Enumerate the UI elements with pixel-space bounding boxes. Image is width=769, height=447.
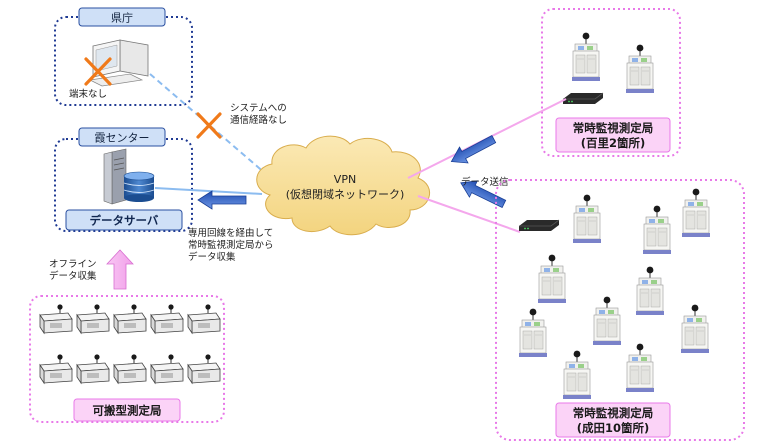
no-route-note-line2: 通信経路なし (230, 114, 287, 126)
portable-unit-icon (150, 303, 184, 334)
momosato-label-box (555, 117, 671, 153)
momosato-box (541, 8, 681, 157)
cross-icon (84, 57, 112, 86)
portable-unit-icon (187, 353, 221, 384)
portable-unit-icon (150, 353, 184, 384)
portable-units (39, 303, 221, 384)
station-icon (625, 44, 655, 94)
portable-box (29, 295, 225, 423)
portable-unit-icon (113, 353, 147, 384)
station-icon (562, 350, 592, 400)
data-send-arrow-upper-icon (446, 130, 499, 170)
vpn-subtitle: (仮想閉域ネットワーク) (286, 187, 405, 201)
narita-subtitle: (成田10箇所) (577, 421, 650, 435)
momosato-title: 常時監視測定局 (573, 121, 654, 135)
no-route-dashed-line (149, 73, 267, 175)
collect-note-line2: 常時監視測定局から (188, 239, 274, 251)
station-icon (635, 266, 665, 316)
prefecture-box: 県庁 (54, 7, 193, 106)
server-vpn-line (154, 187, 263, 195)
narita-label-box (555, 402, 671, 438)
portable-unit-icon (113, 303, 147, 334)
station-icon (537, 254, 567, 304)
narita-box (495, 179, 745, 441)
offline-arrow-icon (106, 249, 134, 290)
data-server-label-box (65, 209, 183, 231)
pc-icon (88, 39, 149, 87)
vpn-cloud (256, 135, 430, 236)
router-icon (562, 92, 604, 105)
narita-title: 常時監視測定局 (573, 406, 654, 420)
portable-unit-icon (39, 353, 73, 384)
collect-note-line1: 専用回線を経由して (188, 227, 273, 239)
data-send-label: データ送信 (461, 176, 509, 188)
station-icon (642, 205, 672, 255)
prefecture-title: 県庁 (111, 11, 133, 25)
collect-note-line3: データ収集 (188, 251, 236, 263)
portable-label-box (73, 398, 181, 422)
offline-note-line2: データ収集 (49, 270, 97, 282)
offline-note-line1: オフライン (49, 259, 97, 270)
no-route-note-line1: システムへの (230, 103, 287, 114)
station-icon (681, 188, 711, 238)
server-icon (103, 148, 127, 205)
database-icon (123, 171, 155, 202)
kasumi-center-title: 霞センター (95, 132, 150, 145)
vpn-title: VPN (334, 173, 356, 186)
no-terminal-label: 端末なし (69, 88, 107, 100)
station-icon (592, 296, 622, 346)
data-server-label: データサーバ (90, 214, 159, 228)
router-icon (518, 219, 560, 232)
kasumi-center-box: 霞センター (54, 127, 193, 232)
station-icon (571, 32, 601, 82)
momosato-subtitle: (百里2箇所) (581, 136, 646, 150)
portable-unit-icon (76, 353, 110, 384)
no-route-cross-icon (196, 112, 222, 139)
portable-unit-icon (187, 303, 221, 334)
station-icon (572, 194, 602, 244)
portable-title: 可搬型測定局 (93, 404, 162, 418)
portable-unit-icon (39, 303, 73, 334)
station-icon (680, 304, 710, 354)
station-icon (625, 343, 655, 393)
station-icon (518, 308, 548, 358)
narita-vpn-line (417, 195, 521, 233)
portable-unit-icon (76, 303, 110, 334)
